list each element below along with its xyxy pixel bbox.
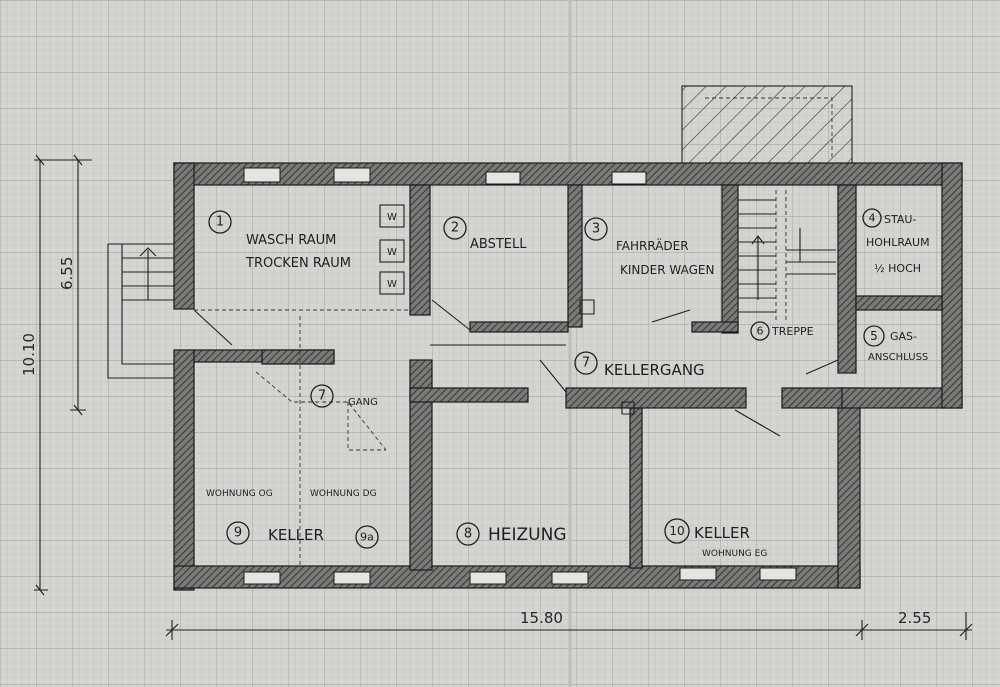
dimension-lines: [34, 154, 973, 640]
appliance-mark: W: [387, 279, 397, 290]
svg-text:6: 6: [757, 325, 764, 338]
room-label: ABSTELL: [470, 237, 527, 252]
svg-text:4: 4: [869, 212, 876, 225]
dimension-annex-width: 2.55: [898, 609, 931, 627]
svg-text:9: 9: [234, 526, 242, 541]
room-number: 1: [208, 210, 232, 234]
room-label: ½ HOCH: [874, 262, 921, 275]
svg-text:1: 1: [216, 215, 224, 230]
exterior-structure: [681, 85, 853, 169]
room-number: 9: [226, 521, 250, 545]
svg-text:7: 7: [318, 389, 326, 404]
room-label: ANSCHLUSS: [868, 352, 928, 363]
svg-text:7: 7: [582, 356, 590, 371]
room-label: WOHNUNG EG: [702, 549, 767, 559]
room-number: 3: [584, 217, 608, 241]
room-label: HEIZUNG: [488, 525, 567, 545]
room-label: KELLERGANG: [604, 361, 705, 379]
sublabel-wohnung-dg: WOHNUNG DG: [310, 489, 377, 499]
dimension-total-depth: 10.10: [20, 333, 38, 376]
room-label: KELLER: [694, 524, 750, 542]
dimension-partial-depth: 6.55: [58, 257, 76, 290]
svg-text:10: 10: [669, 524, 684, 538]
sublabel-wohnung-og: WOHNUNG OG: [206, 489, 273, 499]
svg-text:3: 3: [592, 222, 600, 237]
room-number: 5: [863, 325, 885, 347]
room-label: STAU-: [884, 213, 916, 226]
dimension-total-width: 15.80: [520, 609, 563, 627]
exterior-stair: [107, 243, 174, 379]
room-label: KELLER: [268, 526, 324, 544]
appliance-mark: W: [387, 247, 397, 258]
room-number: 10: [664, 518, 690, 544]
room-number: 4: [862, 208, 882, 228]
room-number: 6: [750, 321, 770, 341]
room-number: 2: [443, 216, 467, 240]
appliances: W W W: [379, 204, 405, 295]
room-number: 7: [310, 384, 334, 408]
room-label: FAHRRÄDER: [616, 238, 689, 253]
room-number: 9a: [355, 525, 379, 549]
interior-stair: [738, 199, 836, 313]
walls: [173, 162, 963, 591]
room-label: TROCKEN RAUM: [245, 256, 351, 271]
windows: [243, 167, 797, 585]
room-label: KINDER WAGEN: [620, 263, 714, 277]
room-label: TREPPE: [771, 325, 814, 338]
room-label: GAS-: [890, 330, 917, 343]
svg-text:9a: 9a: [360, 531, 374, 544]
interior-lines: [193, 190, 839, 566]
svg-text:5: 5: [870, 329, 878, 343]
room-label: WASCH RAUM: [246, 233, 336, 248]
svg-text:8: 8: [464, 527, 472, 542]
room-number: 7: [574, 351, 598, 375]
room-label: HOHLRAUM: [866, 236, 930, 249]
appliance-mark: W: [387, 212, 397, 223]
svg-text:2: 2: [451, 221, 459, 236]
room-label: GANG: [348, 397, 378, 408]
room-number: 8: [456, 522, 480, 546]
